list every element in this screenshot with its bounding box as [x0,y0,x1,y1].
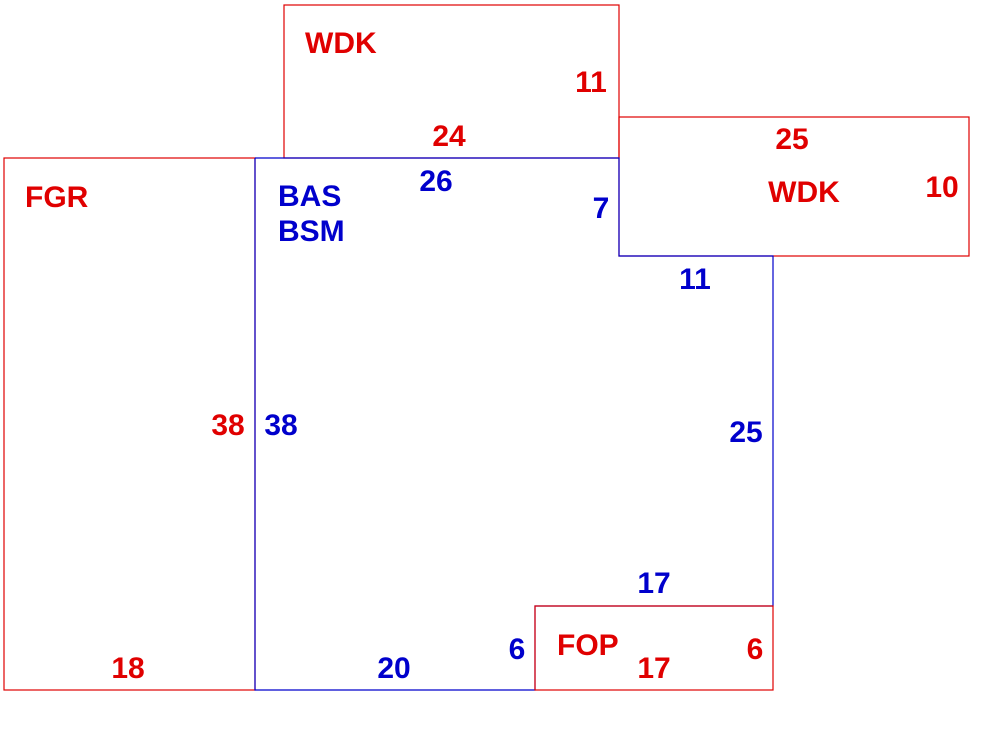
wdk-top-dim-bottom: 24 [432,120,466,153]
fop-dim-right: 6 [747,633,764,666]
bas-dim-top: 26 [419,165,452,198]
area-wdk-top: WDK 11 24 [283,4,620,159]
bas-dim-notch-top: 17 [637,567,670,600]
wdk-top-code: WDK [305,27,377,60]
area-fop: FOP 6 17 [534,605,774,691]
fop-code: FOP [557,629,619,662]
area-fgr: FGR 38 18 [3,157,256,691]
fop-dim-bottom: 17 [637,652,670,685]
bas-dim-step-top: 7 [593,192,610,225]
wdk-right-dim-top: 25 [775,123,808,156]
bsm-code: BSM [278,215,345,248]
area-wdk-right: 25 WDK 10 [618,116,970,257]
fgr-dim-right: 38 [211,409,244,442]
fgr-dim-bottom: 18 [111,652,144,685]
bas-dim-notch-left: 6 [509,633,526,666]
fgr-code: FGR [25,181,89,214]
area-bas: BAS BSM 26 7 11 38 25 17 6 20 [254,157,774,691]
bas-dim-left: 38 [264,409,297,442]
fop-outline [534,605,774,691]
wdk-right-code: WDK [768,176,840,209]
bas-code: BAS [278,180,341,213]
bas-dim-bottom: 20 [377,652,410,685]
wdk-top-dim-right: 11 [575,66,607,99]
wdk-right-dim-right: 10 [925,171,958,204]
bas-dim-right: 25 [729,416,762,449]
bas-dim-step-bottom: 11 [679,263,711,296]
